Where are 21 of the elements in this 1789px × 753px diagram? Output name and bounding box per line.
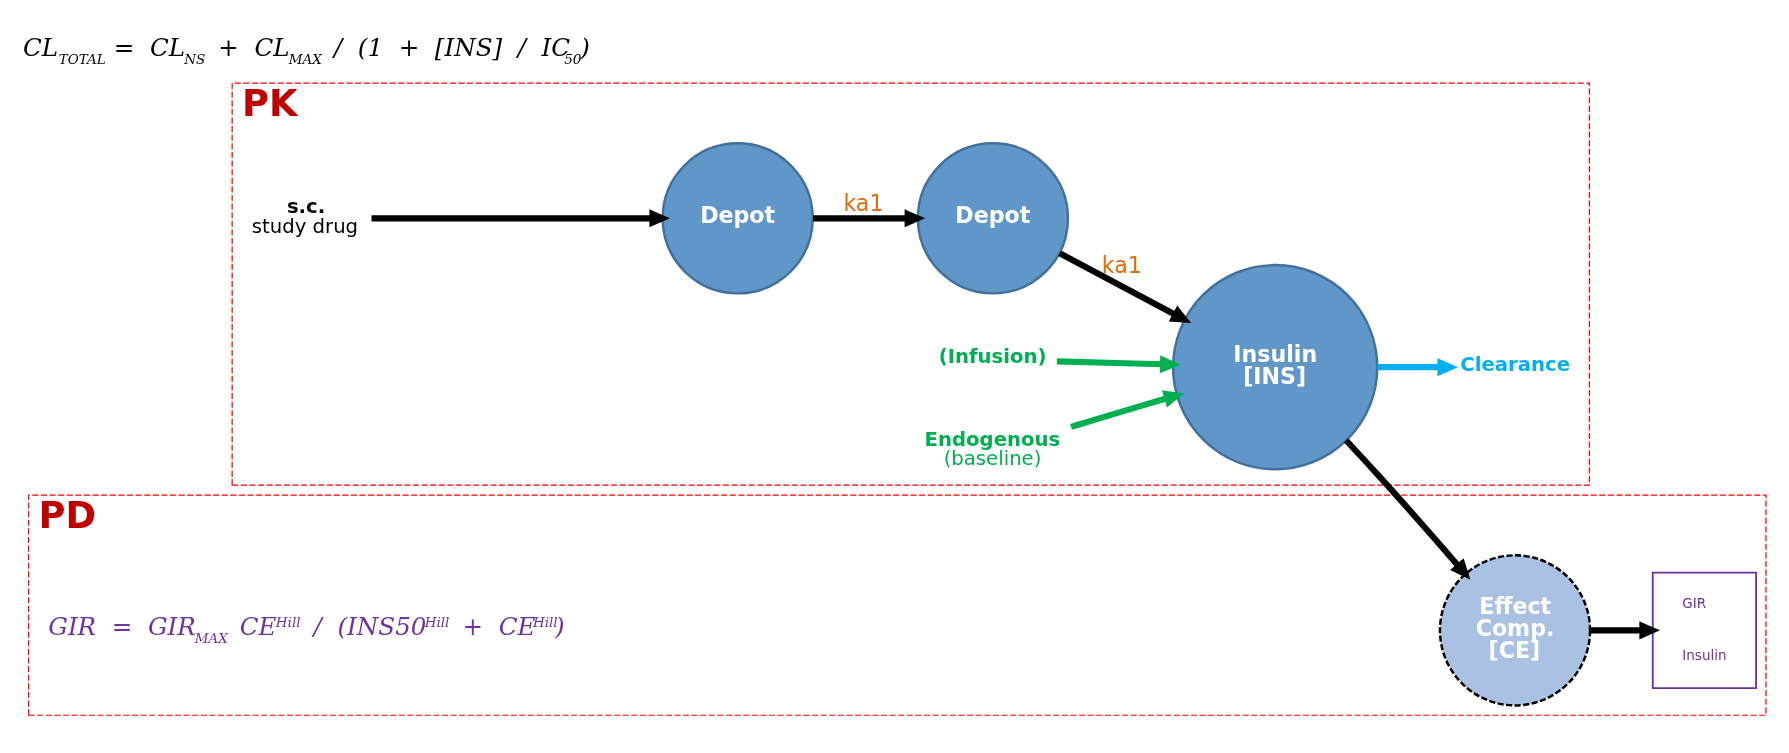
edge-label: ka1 bbox=[1101, 251, 1142, 278]
node-text: Endogenous (baseline) bbox=[924, 427, 1061, 470]
arrow bbox=[1058, 250, 1192, 323]
node-text: Clearance bbox=[1460, 352, 1570, 376]
node-circle: Insulin [INS] bbox=[1171, 263, 1379, 470]
edge-label: ka1 bbox=[843, 189, 884, 216]
arrow bbox=[1070, 389, 1185, 430]
arrow bbox=[1343, 437, 1471, 580]
arrow bbox=[1056, 354, 1181, 373]
node-box: GIR Insulin bbox=[1651, 571, 1757, 689]
node-circle: Depot bbox=[916, 141, 1070, 295]
label: CL$_{TOTAL}$ = CL$_{NS}$ + CL$_{MAX}$ / (1 + [INS] / IC$_{50}$) bbox=[23, 32, 590, 67]
node-text: (Infusion) bbox=[938, 344, 1047, 368]
node-circle: Effect Comp. [CE] bbox=[1438, 553, 1592, 707]
node-text: s.c. study drug bbox=[251, 194, 359, 238]
arrow bbox=[371, 208, 670, 227]
arrow bbox=[1377, 357, 1458, 376]
node-circle: Depot bbox=[661, 141, 814, 295]
label: GIR = GIR$_{MAX}$ CE$^{Hill}$ / (INS50$^{Hill}$ + CE$^{Hill}$) bbox=[48, 611, 565, 646]
arrow bbox=[1590, 620, 1660, 639]
arrow bbox=[813, 208, 926, 227]
